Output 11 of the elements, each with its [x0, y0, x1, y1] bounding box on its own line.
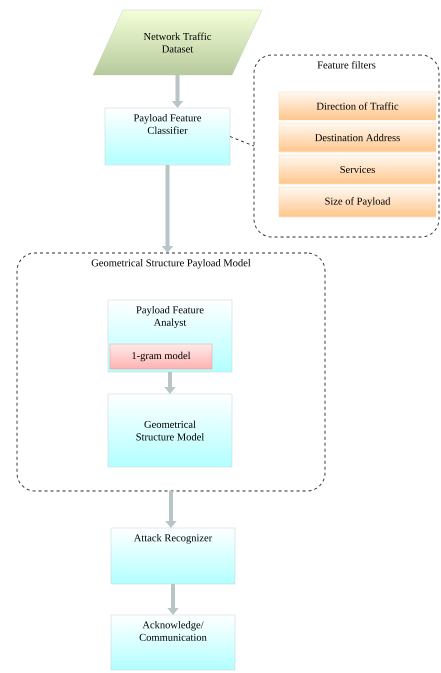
- connector-line: [230, 136, 254, 146]
- data-parallelogram: Network Traffic Dataset: [92, 10, 262, 76]
- filter-bar: Destination Address: [278, 122, 436, 152]
- model-box: 1-gram model: [110, 344, 212, 370]
- filter-bar: Services: [278, 154, 436, 184]
- process-box: Geometrical Structure Model: [108, 394, 232, 468]
- process-box: Acknowledge/ Communication: [110, 614, 236, 670]
- process-box: Attack Recognizer: [110, 528, 236, 584]
- filter-bar: Direction of Traffic: [278, 92, 436, 120]
- filter-bar: Size of Payload: [278, 186, 436, 218]
- process-box: Payload Feature Classifier: [104, 108, 230, 166]
